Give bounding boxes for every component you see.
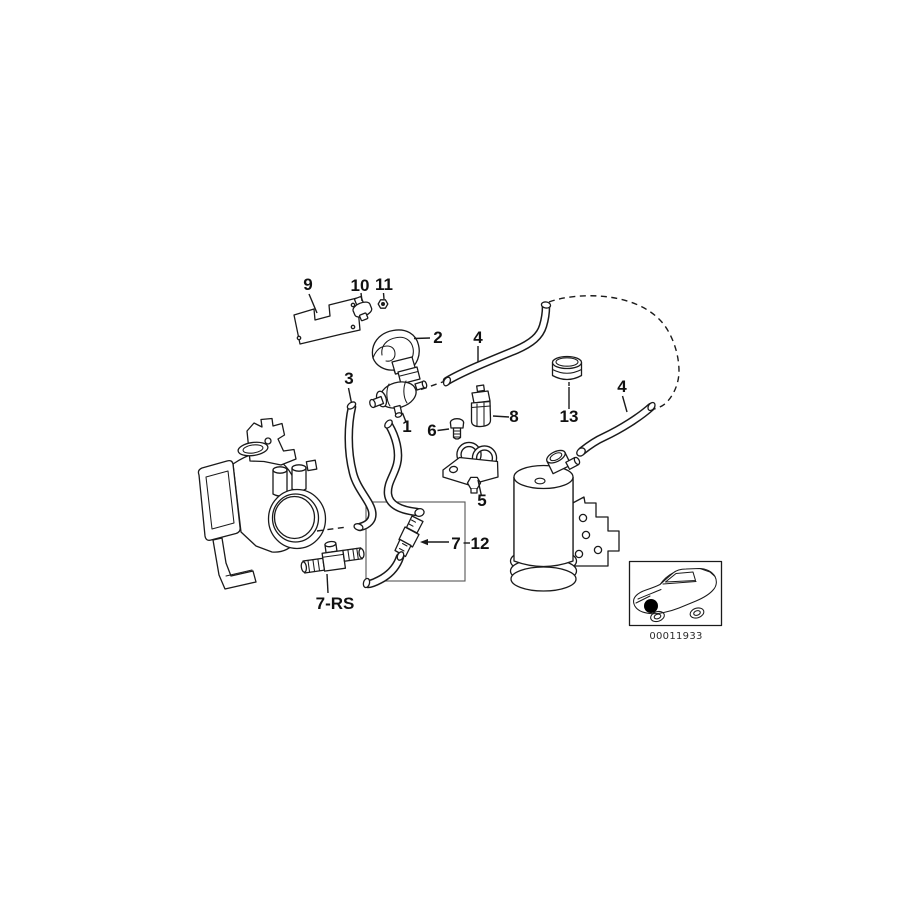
arrowhead-7 (420, 539, 428, 546)
dashed-hose4-hidden-route (548, 295, 680, 410)
t-fitting-7rs (300, 540, 365, 574)
callout-8[interactable]: 8 (509, 407, 518, 426)
callout-7rs[interactable]: 7-RS (316, 594, 355, 613)
vent-hose-4-upper (442, 301, 552, 387)
car-inset: 00011933 (628, 560, 723, 642)
holder-clip-2 (371, 329, 420, 375)
vent-valve-8 (470, 384, 492, 428)
car-thumbnail (633, 567, 717, 623)
hose-3 (344, 401, 377, 532)
throttle-body (197, 417, 327, 590)
callout-6[interactable]: 6 (427, 421, 436, 440)
canister-bracket (568, 496, 620, 567)
callout-4-upper[interactable]: 4 (473, 328, 483, 347)
assembly-bracket-7-12 (365, 501, 466, 582)
bolt-6 (449, 418, 465, 440)
canister-port (546, 449, 581, 475)
callout-1[interactable]: 1 (402, 417, 411, 436)
callout-4-lower[interactable]: 4 (617, 377, 627, 396)
callout-2[interactable]: 2 (433, 328, 442, 347)
callout-10[interactable]: 10 (351, 276, 370, 295)
callout-7[interactable]: 7 (451, 534, 460, 553)
diagram-code: 00011933 (649, 631, 702, 642)
car-inset-frame (628, 560, 723, 627)
leader-lines (308, 292, 628, 594)
hose-assembly-7-12 (362, 419, 425, 589)
callout-11[interactable]: 11 (375, 275, 393, 294)
fuel-tank-vent-valve-1 (369, 366, 428, 418)
callout-12[interactable]: 12 (471, 534, 490, 553)
clamp-5 (442, 441, 499, 494)
dashed-link-throttle-to-hose3 (316, 526, 348, 532)
vent-hose-4-lower (576, 401, 656, 457)
cap-13 (551, 355, 583, 381)
nut-11 (377, 299, 389, 309)
throttle-cam (237, 441, 269, 457)
callout-5[interactable]: 5 (477, 491, 486, 510)
carbon-canister (509, 449, 581, 592)
callout-9[interactable]: 9 (303, 275, 312, 294)
callout-13[interactable]: 13 (560, 407, 579, 426)
callout-3[interactable]: 3 (344, 369, 353, 388)
throttle-bore (267, 488, 327, 550)
bracket-plate-9 (293, 297, 361, 345)
part-location-dot (644, 599, 658, 613)
